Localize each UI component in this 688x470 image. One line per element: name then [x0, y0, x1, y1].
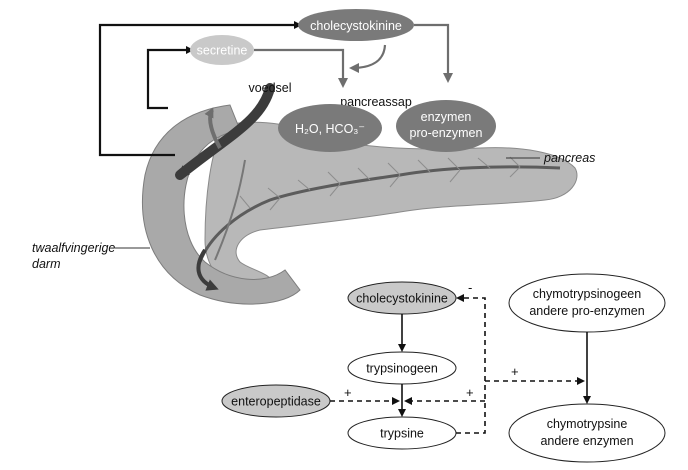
cck-branch-arrow: [349, 44, 387, 73]
duodenum-label-line1: twaalfvingerige: [32, 241, 115, 255]
cck-feedback-line: [98, 21, 302, 157]
scheme-cholecystokinine-label: cholecystokinine: [356, 292, 448, 306]
bile-duct: [214, 159, 246, 261]
andere-enzymen-label: andere enzymen: [540, 434, 633, 448]
duct-branches: [239, 156, 521, 211]
cholecystokinine-label: cholecystokinine: [310, 19, 402, 33]
pancreassap-label: pancreassap: [340, 95, 412, 109]
plus-sign-chymo: +: [511, 364, 519, 379]
chymotrypsinogeen-node: [508, 273, 666, 333]
trypsine-label: trypsine: [380, 427, 424, 441]
water-bicarbonate-oval: [278, 104, 382, 152]
duodenum-label-line2: darm: [32, 257, 60, 271]
chymotrypsine-label: chymotrypsine: [547, 417, 628, 431]
plus-sign-trypsine: +: [466, 385, 474, 400]
trypsine-feedback-dashed: [456, 294, 486, 434]
andere-pro-enzymen-label: andere pro-enzymen: [529, 304, 644, 318]
cck-to-sap-arrow: [414, 23, 453, 83]
enzymes-oval: [396, 100, 496, 152]
secretine-to-sap-arrow: [254, 48, 348, 88]
chymotrypsinogeen-label: chymotrypsinogeen: [533, 287, 641, 301]
pancreatic-duct: [198, 165, 561, 263]
duct-outflow-arrow: [196, 248, 219, 291]
voedsel-label: voedsel: [248, 81, 291, 95]
minus-sign-cck: -: [468, 280, 472, 295]
water-bicarbonate-label: H₂O, HCO₃⁻: [295, 122, 365, 136]
enzymen-label: enzymen: [421, 110, 472, 124]
secretine-feedback-line: [146, 46, 194, 110]
cholecystokinine-hormone: [298, 9, 414, 41]
pancreas-label: pancreas: [543, 151, 595, 165]
secretine-hormone: [190, 35, 254, 65]
chymotrypsine-node: [508, 403, 666, 463]
enteropeptidase-label: enteropeptidase: [231, 395, 321, 409]
secretine-label: secretine: [197, 44, 248, 58]
pro-enzymen-label: pro-enzymen: [410, 126, 483, 140]
plus-sign-enteropeptidase: +: [344, 385, 352, 400]
food-passage-arrow: [175, 83, 275, 180]
pancreas-body: [204, 121, 578, 296]
trypsinogeen-label: trypsinogeen: [366, 362, 438, 376]
food-passage-arrow-light: [204, 107, 222, 149]
